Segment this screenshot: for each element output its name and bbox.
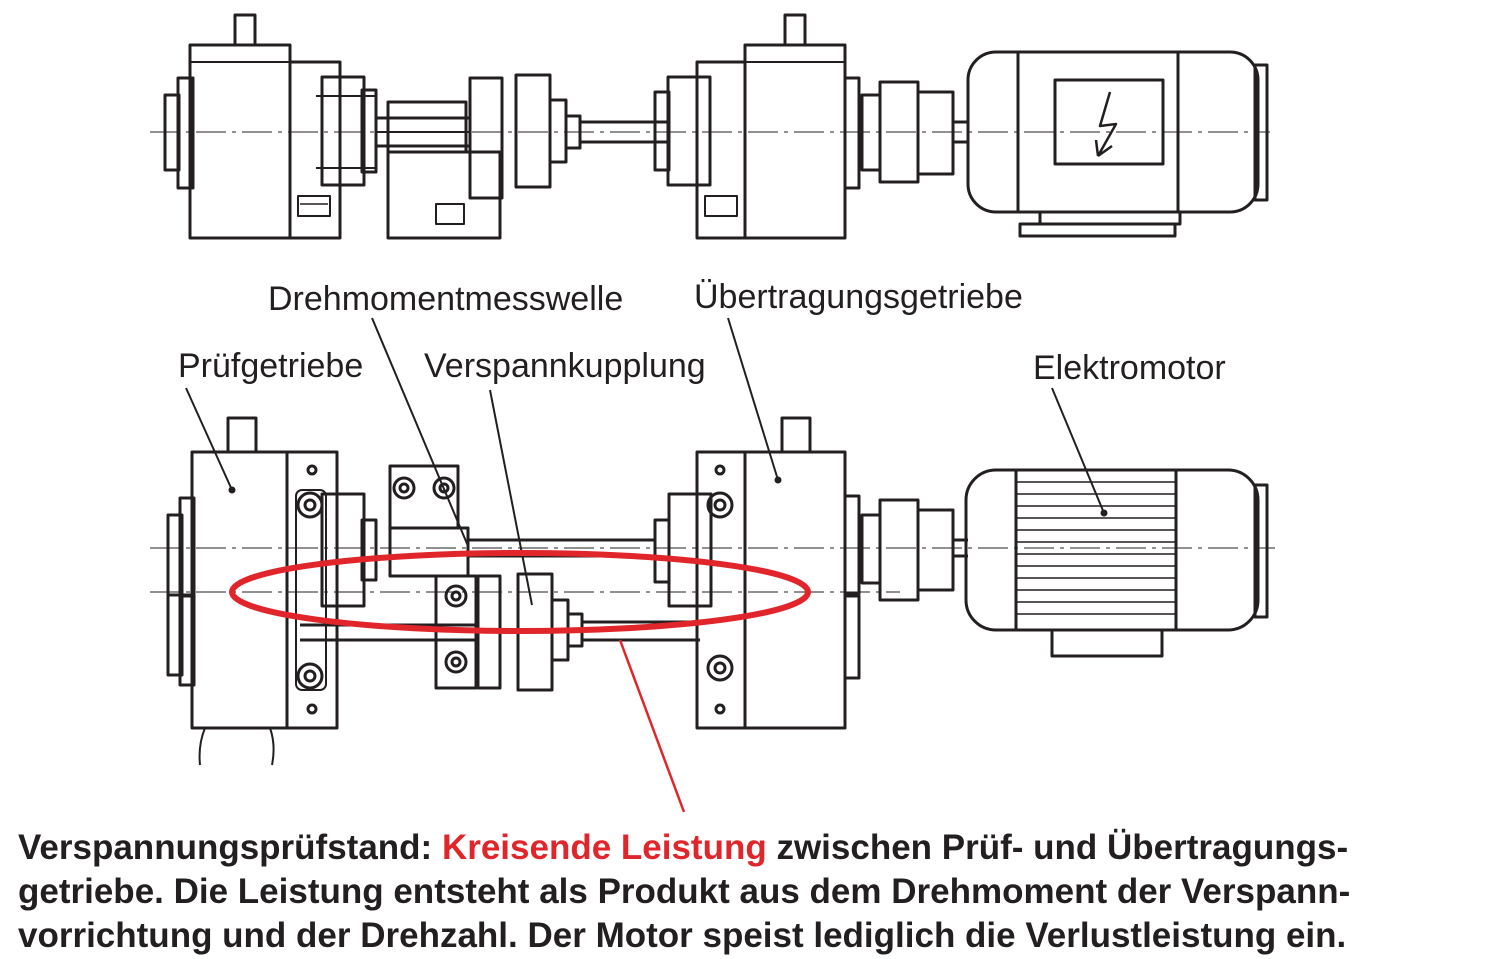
electric-motor-side: [966, 50, 1269, 238]
transmission-gearbox-side: [695, 13, 861, 240]
plan-view: [150, 416, 1275, 766]
label-drehmomentmesswelle: Drehmomentmesswelle: [268, 280, 624, 318]
label-elektromotor: Elektromotor: [1033, 349, 1226, 387]
motor-coupling-side: [860, 80, 968, 184]
tension-coupling-side: [514, 73, 712, 189]
flange-left-side: [316, 75, 378, 187]
caption-line-2: getriebe. Die Leistung entsteht als Prod…: [18, 872, 1351, 911]
test-gearbox-plan: [166, 416, 339, 766]
side-view: [150, 13, 1270, 240]
leader-lines: [185, 317, 1105, 606]
torque-shaft-housing-side: [376, 76, 504, 240]
caption-prefix: Verspannungsprüfstand:: [18, 828, 442, 867]
circulating-power-loop: [229, 550, 811, 813]
figure-caption: Verspannungsprüfstand: Kreisende Leistun…: [18, 826, 1498, 958]
caption-highlight: Kreisende Leistung: [441, 828, 767, 867]
caption-suffix: zwischen Prüf- und Übertragungs-: [766, 828, 1349, 867]
motor-coupling-plan: [860, 498, 968, 602]
caption-line-3: vorrichtung und der Drehzahl. Der Motor …: [18, 916, 1347, 955]
electric-motor-plan: [964, 468, 1269, 658]
lightning-bolt-icon: [1094, 91, 1118, 158]
label-verspannkupplung: Verspannkupplung: [424, 347, 706, 385]
label-uebertragungsgetriebe: Übertragungsgetriebe: [694, 278, 1023, 316]
label-pruefgetriebe: Prüfgetriebe: [178, 347, 364, 385]
transmission-gearbox-plan: [695, 416, 861, 730]
test-gearbox-side: [163, 13, 342, 240]
caption-line-1: Verspannungsprüfstand: Kreisende Leistun…: [18, 826, 1498, 870]
